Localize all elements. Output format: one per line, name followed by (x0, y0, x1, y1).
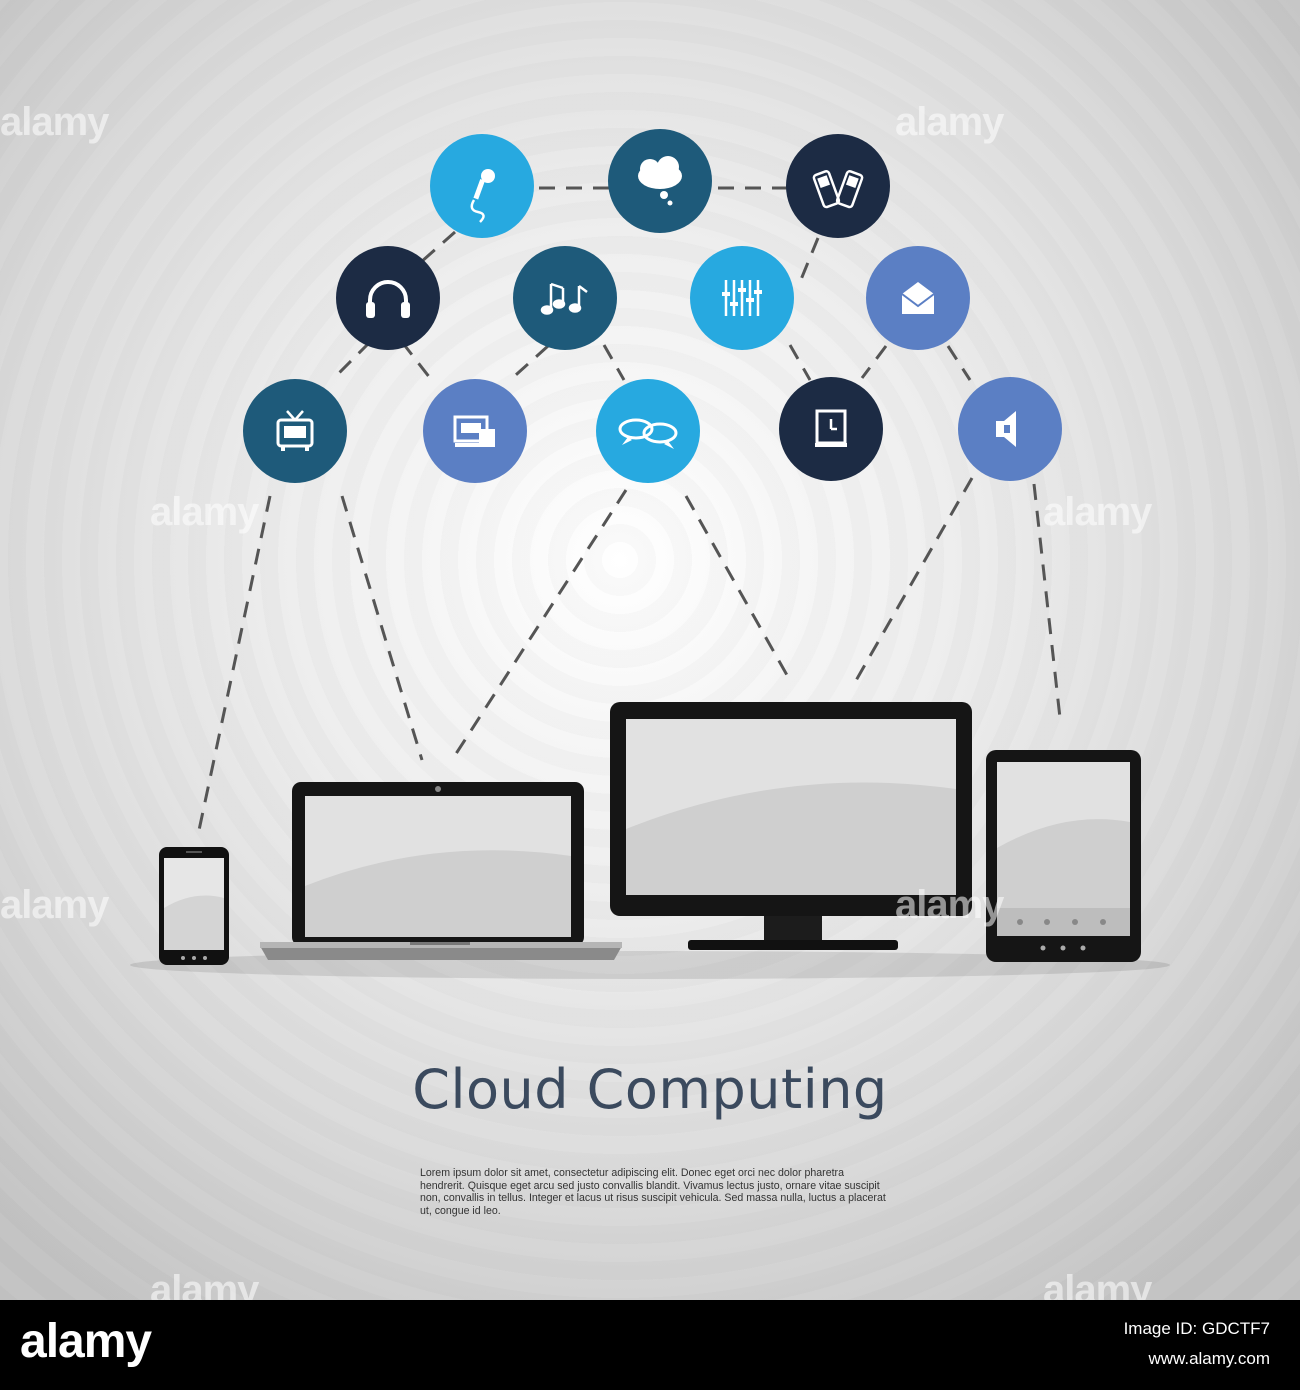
network-connectors (196, 186, 1062, 836)
desktop-monitor (610, 702, 972, 950)
tv-icon (243, 379, 347, 483)
microphone-icon (430, 134, 534, 238)
smartphone (159, 847, 229, 965)
speaker-icon (958, 377, 1062, 481)
watermark: alamy (1043, 490, 1152, 534)
icon-network (243, 129, 1062, 483)
footer-meta: Image ID: GDCTF7 www.alamy.com (1124, 1314, 1270, 1374)
thought-cloud-icon (608, 129, 712, 233)
chat-bubbles-icon (596, 379, 700, 483)
stock-footer: alamy Image ID: GDCTF7 www.alamy.com (0, 1300, 1300, 1390)
headphones-icon (336, 246, 440, 350)
watermark: alamy (895, 100, 1004, 144)
tablet (986, 750, 1141, 962)
watermark: alamy (895, 883, 1004, 927)
music-notes-icon (513, 246, 617, 350)
watermark: alamy (0, 100, 109, 144)
watermark: alamy (0, 883, 109, 927)
page-title: Cloud Computing (412, 1058, 888, 1121)
image-id: Image ID: GDCTF7 (1123, 1319, 1270, 1338)
alamy-logo: alamy (20, 1315, 152, 1368)
illustration-background: Cloud Computing Lorem ipsum dolor sit am… (0, 0, 1300, 1300)
mobile-phones-icon (786, 134, 890, 238)
cloud-network-illustration (130, 129, 1170, 979)
equalizer-icon (690, 246, 794, 350)
clock-icon (779, 377, 883, 481)
site-url: www.alamy.com (1148, 1349, 1270, 1368)
watermark: alamy (150, 490, 259, 534)
mail-icon (866, 246, 970, 350)
laptop (260, 782, 622, 960)
body-text: Lorem ipsum dolor sit amet, consectetur … (420, 1167, 886, 1217)
projector-icon (423, 379, 527, 483)
